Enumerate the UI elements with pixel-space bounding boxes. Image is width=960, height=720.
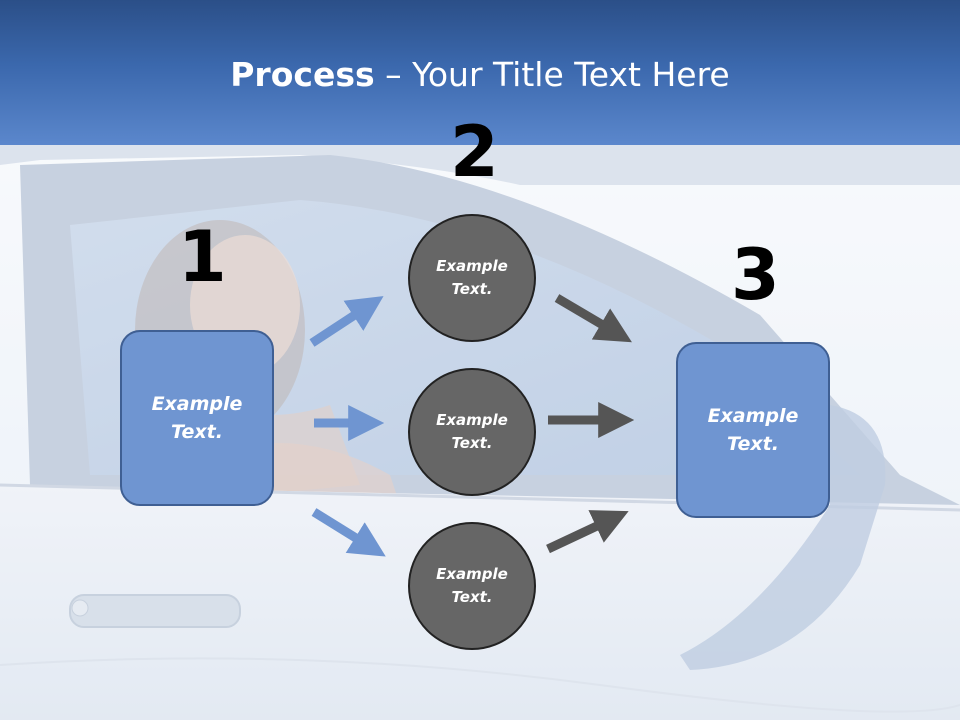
step-3-box: Example Text. bbox=[676, 342, 830, 518]
step-number-3: 3 bbox=[731, 234, 780, 316]
step-number-2: 2 bbox=[450, 111, 499, 193]
title-banner bbox=[0, 0, 960, 145]
step-1-box: Example Text. bbox=[120, 330, 274, 506]
step-2-circle-middle: Example Text. bbox=[408, 368, 536, 496]
step-2-circle-top: Example Text. bbox=[408, 214, 536, 342]
arrow-1-to-2a bbox=[309, 296, 384, 347]
title-rest: – Your Title Text Here bbox=[374, 55, 730, 94]
step-2-label-middle: Example Text. bbox=[436, 410, 508, 452]
title-bold: Process bbox=[230, 55, 375, 94]
step-2-circle-bottom: Example Text. bbox=[408, 522, 536, 650]
arrow-2a-to-3 bbox=[554, 294, 632, 343]
step-2-label-bottom: Example Text. bbox=[436, 564, 508, 606]
arrow-1-to-2c bbox=[311, 508, 386, 557]
step-2-label-top: Example Text. bbox=[436, 256, 508, 298]
page-title: Process – Your Title Text Here bbox=[0, 55, 960, 94]
step-1-label: Example Text. bbox=[151, 392, 243, 444]
arrow-2c-to-3 bbox=[546, 510, 629, 554]
step-number-1: 1 bbox=[178, 216, 227, 298]
step-3-label: Example Text. bbox=[707, 404, 799, 456]
